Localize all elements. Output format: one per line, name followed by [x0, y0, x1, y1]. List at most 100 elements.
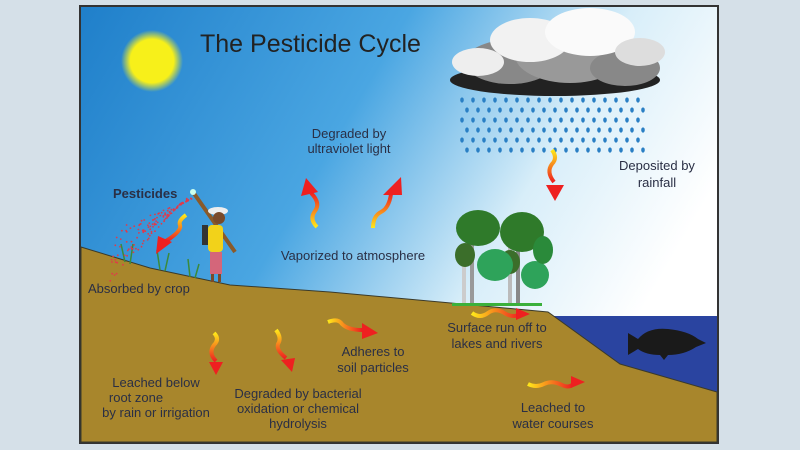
spray-droplet — [153, 222, 156, 225]
spray-droplet — [164, 212, 167, 215]
raindrop — [625, 97, 629, 103]
spray-droplet — [138, 224, 141, 227]
spray-droplet — [125, 241, 128, 243]
spray-droplet — [150, 230, 153, 233]
spray-droplet — [163, 219, 166, 221]
spray-droplet — [129, 227, 132, 230]
arrow-bacterial — [274, 328, 295, 372]
spray-droplet — [151, 223, 154, 226]
spray-droplet — [148, 222, 151, 225]
rain-cloud-icon — [450, 8, 665, 96]
raindrop — [630, 147, 634, 153]
spray-droplet — [160, 211, 163, 214]
label-leached-below-line3: by rain or irrigation — [102, 405, 210, 420]
spray-droplet — [144, 230, 147, 233]
raindrop — [636, 137, 640, 143]
raindrop — [482, 97, 486, 103]
raindrop — [592, 117, 596, 123]
spray-droplet — [164, 217, 167, 220]
spray-droplet — [154, 213, 156, 216]
spray-droplet — [181, 201, 184, 204]
spray-droplet — [135, 247, 137, 250]
farmer-icon — [190, 189, 237, 282]
raindrop — [592, 137, 596, 143]
raindrop — [515, 117, 519, 123]
raindrop — [592, 97, 596, 103]
spray-droplet — [111, 272, 114, 275]
raindrop — [614, 97, 618, 103]
raindrop — [493, 137, 497, 143]
spray-droplet — [176, 206, 179, 209]
spray-droplet — [116, 261, 119, 264]
raindrop — [498, 107, 502, 113]
label-runoff-line1: Surface run off to — [447, 320, 547, 335]
spray-droplet — [141, 242, 144, 245]
spray-droplet — [168, 211, 171, 214]
label-uv-line2: ultraviolet light — [307, 141, 390, 156]
spray-droplet — [155, 220, 158, 223]
raindrop — [504, 137, 508, 143]
raindrop — [493, 97, 497, 103]
spray-droplet — [127, 248, 130, 251]
raindrop — [586, 127, 590, 133]
spray-droplet — [130, 240, 133, 243]
spray-droplet — [167, 207, 170, 210]
raindrop — [504, 97, 508, 103]
raindrop — [603, 117, 607, 123]
spray-droplet — [149, 225, 152, 228]
label-vaporized: Vaporized to atmosphere — [281, 248, 425, 263]
spray-droplet — [139, 223, 142, 225]
spray-droplet — [122, 263, 124, 266]
spray-droplet — [152, 225, 154, 228]
fish-icon — [628, 328, 706, 360]
arrow-leached-below — [209, 331, 223, 375]
raindrop — [619, 147, 623, 153]
raindrop — [542, 147, 546, 153]
raindrop — [575, 127, 579, 133]
raindrop — [487, 107, 491, 113]
spray-droplet — [136, 236, 139, 239]
label-leached-below-line2: root zone — [109, 390, 163, 405]
label-bacterial-line3: hydrolysis — [269, 416, 327, 431]
spray-droplet — [119, 238, 122, 241]
spray-droplet — [166, 215, 168, 217]
spray-droplet — [109, 279, 112, 282]
spray-droplet — [147, 233, 150, 235]
raindrop — [548, 97, 552, 103]
label-deposited-line1: Deposited by — [619, 158, 695, 173]
raindrop — [487, 127, 491, 133]
spray-droplet — [113, 274, 116, 276]
spray-droplet — [150, 232, 153, 235]
spray-droplet — [172, 208, 175, 210]
raindrop — [614, 117, 618, 123]
label-bacterial-line1: Degraded by bacterial — [234, 386, 361, 401]
raindrop — [597, 127, 601, 133]
raindrop — [504, 117, 508, 123]
raindrop — [586, 147, 590, 153]
raindrop — [564, 147, 568, 153]
spray-droplet — [157, 226, 160, 228]
label-runoff-line2: lakes and rivers — [451, 336, 543, 351]
spray-droplet — [114, 261, 117, 263]
spray-droplet — [143, 219, 146, 221]
spray-droplet — [142, 229, 145, 232]
raindrop — [603, 137, 607, 143]
spray-droplet — [112, 255, 114, 258]
label-uv-line1: Degraded by — [312, 126, 387, 141]
spray-droplet — [154, 230, 156, 233]
spray-droplet — [159, 214, 162, 217]
raindrop — [509, 147, 513, 153]
spray-droplet — [172, 209, 175, 212]
spray-droplet — [146, 238, 149, 241]
raindrop — [526, 117, 530, 123]
raindrop — [465, 127, 469, 133]
raindrop — [575, 107, 579, 113]
raindrop — [531, 107, 535, 113]
raindrop — [476, 107, 480, 113]
spray-droplet — [138, 232, 140, 234]
spray-droplet — [115, 272, 118, 275]
raindrop — [531, 127, 535, 133]
label-leached-below-line1: Leached below — [112, 375, 200, 390]
arrow-uv-right — [371, 177, 402, 229]
